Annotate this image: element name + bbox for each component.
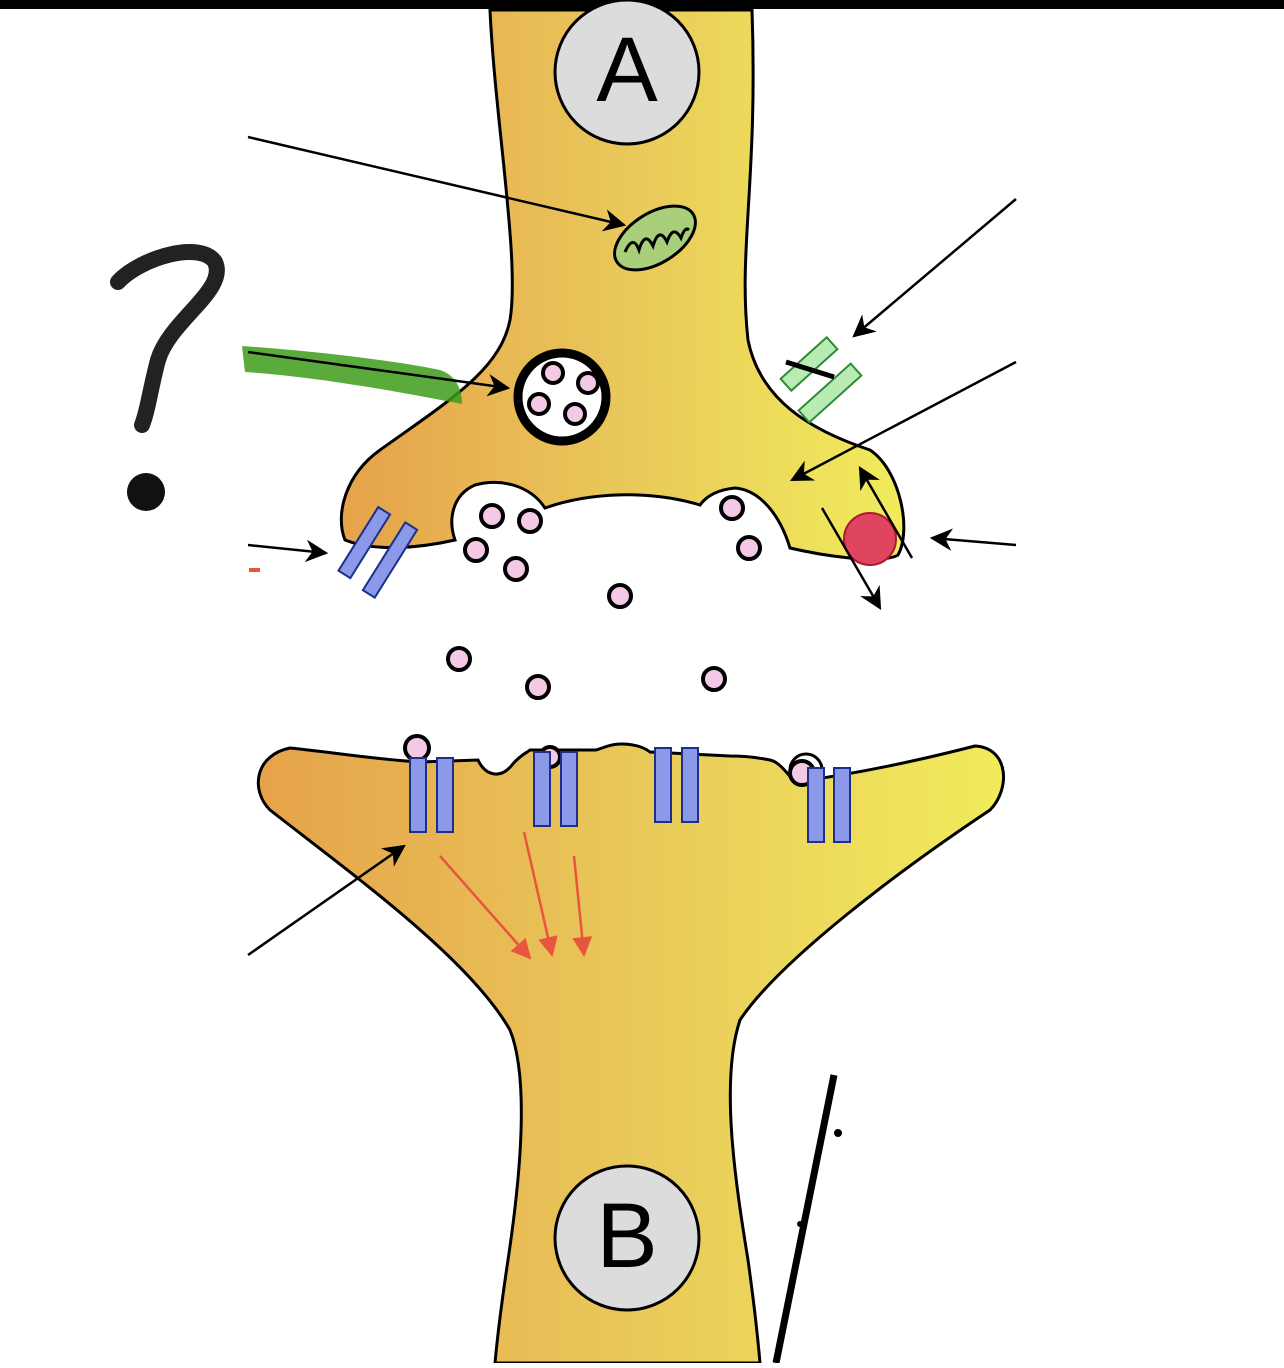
handwritten-question-mark <box>118 252 217 511</box>
hand-drawn-line <box>776 1075 842 1363</box>
red-tick-mark <box>249 568 260 572</box>
arrow-to-green-channel <box>854 199 1016 336</box>
synaptic-vesicle-cluster-icon <box>518 353 606 441</box>
neurotransmitter-vesicles <box>448 497 760 698</box>
neuron-b-label: B <box>596 1185 657 1287</box>
neuron-a-label: A <box>596 19 658 121</box>
arrow-to-pump <box>932 538 1016 545</box>
arrow-to-postsynaptic-receptor <box>248 846 404 955</box>
arrow-to-autoreceptor <box>248 545 326 553</box>
arrow-to-membrane <box>792 362 1016 480</box>
